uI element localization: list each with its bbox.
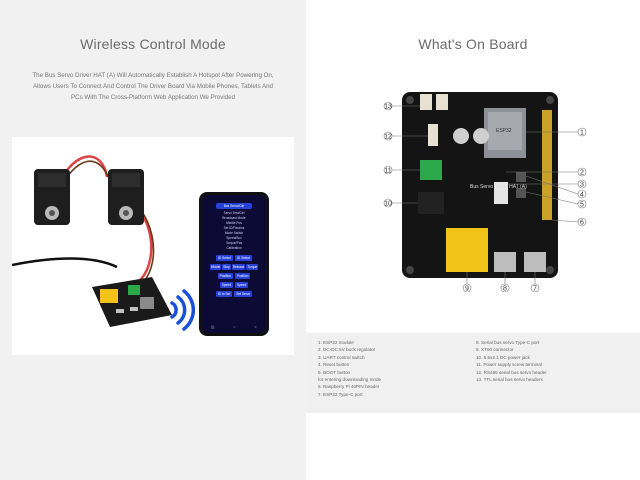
phone-screen: Bus Servo/Ctrl Servo Test/Ctrl Broadcast… (202, 195, 266, 333)
callout-label: 7 (533, 286, 537, 293)
callout-label: 1 (580, 130, 584, 137)
description-line: Allows Users To Connect And Control The … (33, 83, 273, 90)
callout-label: 11 (384, 168, 391, 175)
spec-item: 1. ESP32 module (318, 340, 354, 345)
phone-button[interactable]: Speed (219, 282, 233, 288)
description-line: PCs With The Cross-Platform Web Applicat… (70, 94, 236, 101)
board-diagram: Bus Servo Driver HAT (A) ESP32 1 (366, 92, 606, 293)
callout-label: 5 (580, 202, 584, 209)
callout-label: 9 (465, 286, 469, 293)
whats-on-board-title: What's On Board (418, 36, 528, 52)
callout-label: 4 (580, 192, 584, 199)
callout-label: 12 (384, 134, 392, 141)
phone-menu-item[interactable]: Middle Pos (226, 221, 242, 225)
home-icon[interactable]: ○ (233, 324, 236, 329)
phone-menu-item[interactable]: Broadcast Mode (222, 216, 246, 220)
spec-item: for entering downloading mode (318, 377, 382, 383)
callout-label: 6 (580, 220, 584, 227)
phone-menu-item[interactable]: Servo Test/Ctrl (223, 211, 245, 215)
spec-item: 10. 5.5x2.1 DC power jack (476, 354, 530, 360)
phone-nav-bar: ||| ○ < (202, 324, 266, 329)
phone-button[interactable]: ID Select (235, 255, 252, 261)
callout-label: 8 (503, 286, 507, 293)
spec-column-right: 8. Serial bus servo Type-C port 9. XT60 … (476, 339, 547, 383)
phone-button[interactable]: ID to Set (215, 291, 233, 297)
whats-on-board-panel: What's On Board (306, 0, 640, 480)
wireless-control-description: The Bus Servo Driver HAT (A) Will Automa… (10, 70, 296, 103)
callout-label: 10 (384, 201, 392, 208)
setup-illustration (12, 155, 196, 331)
spec-item: 8. Serial bus servo Type-C port (476, 340, 540, 345)
callout-label: 3 (580, 182, 584, 189)
phone-menu-item[interactable]: Torque/Pos (225, 241, 243, 245)
wireless-setup-photo: Bus Servo/Ctrl Servo Test/Ctrl Broadcast… (12, 137, 294, 355)
spec-item: 3. UART control switch (318, 354, 365, 360)
phone-button[interactable]: Set Servo (234, 291, 253, 297)
board-module-label: ESP32 (496, 128, 512, 134)
spec-item: 9. XT60 connector (476, 347, 514, 353)
phone-mockup: Bus Servo/Ctrl Servo Test/Ctrl Broadcast… (199, 192, 269, 336)
spec-item: 4. Reset button (318, 362, 350, 368)
phone-button[interactable]: Position (235, 273, 251, 279)
wireless-control-title: Wireless Control Mode (80, 36, 226, 52)
spec-item: 2. DC-DC 5V buck regulator (318, 347, 376, 353)
wireless-control-panel: Wireless Control Mode The Bus Servo Driv… (0, 0, 306, 480)
callout-label: 13 (384, 104, 392, 111)
servo-left (34, 169, 70, 225)
phone-menu-item[interactable]: Calibration (226, 246, 242, 250)
spec-item: 12. RS485 serial bus servo header (476, 369, 547, 375)
phone-button[interactable]: Middle (209, 264, 222, 270)
component-spec-list: 1. ESP32 module 2. DC-DC 5V buck regulat… (306, 333, 640, 413)
spec-item: 13. TTL serial bus servo headers (476, 377, 543, 383)
phone-button[interactable]: Stop (222, 264, 231, 270)
phone-button[interactable]: Position (217, 273, 233, 279)
spec-item: 11. Power supply screw terminal (476, 362, 542, 368)
spec-item: 6. Raspberry Pi 40PIN header (318, 384, 380, 390)
phone-menu-item[interactable]: Mode Switch (224, 231, 244, 235)
callout-label: 2 (580, 170, 584, 177)
phone-menu-item[interactable]: Set ID/Params (223, 226, 245, 230)
driver-board (92, 277, 172, 327)
wifi-icon (170, 289, 196, 331)
back-icon[interactable]: < (254, 324, 257, 329)
phone-header-button[interactable]: Bus Servo/Ctrl (216, 203, 252, 209)
servo-right (108, 169, 144, 225)
phone-button[interactable]: ID Select (216, 255, 233, 261)
recent-apps-icon[interactable]: ||| (211, 324, 215, 329)
description-line: The Bus Servo Driver HAT (A) Will Automa… (32, 72, 274, 79)
phone-menu: Servo Test/Ctrl Broadcast Mode Middle Po… (202, 211, 266, 251)
phone-menu-item[interactable]: Speed/Acc (226, 236, 242, 240)
board-chip-label: Bus Servo Driver HAT (A) (470, 184, 527, 190)
spec-item: 5. BOOT button (318, 369, 351, 375)
spec-column-left: 1. ESP32 module 2. DC-DC 5V buck regulat… (318, 339, 381, 398)
phone-button[interactable]: Torque (246, 264, 259, 270)
phone-button[interactable]: Speed (235, 282, 249, 288)
phone-button[interactable]: Release (231, 264, 246, 270)
board-illustration: Bus Servo Driver HAT (A) ESP32 1 (383, 92, 587, 293)
spec-item: 7. ESP32 Type-C port (318, 391, 363, 397)
